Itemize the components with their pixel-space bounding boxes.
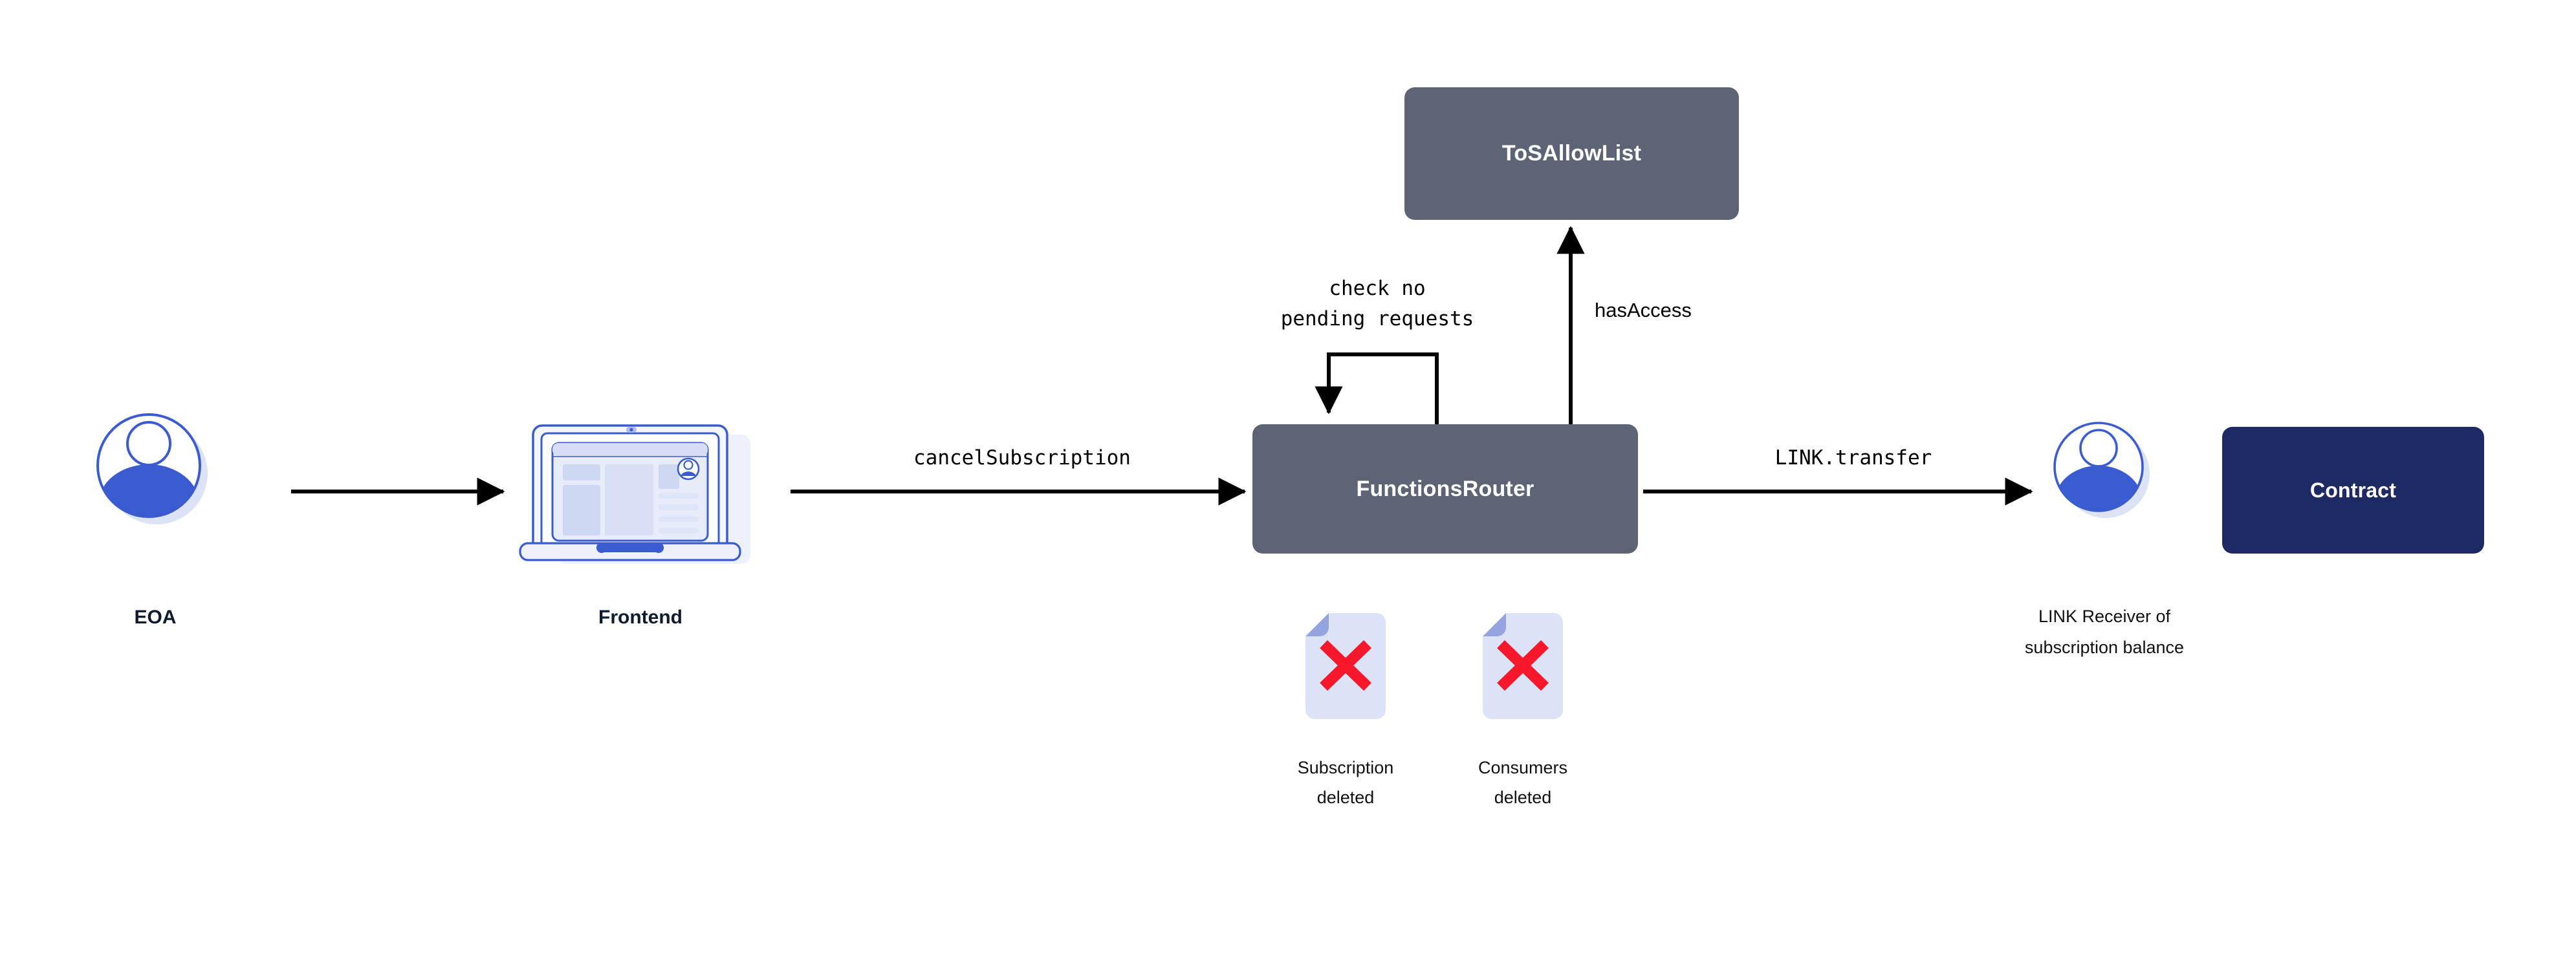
consumers-deleted-caption-line-1: Consumers [1478, 758, 1568, 777]
subscription-deleted-caption-line-1: Subscription [1297, 758, 1394, 777]
edge-router-self-loop [1315, 352, 1439, 424]
frontend-node [511, 407, 770, 576]
laptop-icon [519, 424, 750, 564]
edge-label-has-access: hasAccess [1595, 299, 1692, 321]
consumers-deleted-caption-line-2: deleted [1494, 788, 1552, 807]
user-avatar-icon [2053, 422, 2150, 518]
edge-label-link-transfer: LINK.transfer [1774, 446, 1932, 470]
subscription-deleted-icon-wrap [1304, 612, 1387, 720]
document-deleted-icon [1483, 613, 1563, 719]
edge-label-check-no-pending-line-2: pending requests [1280, 307, 1474, 330]
contract-label: Contract [2309, 478, 2397, 502]
link-receiver-node [2043, 411, 2166, 534]
functions-router-label: FunctionsRouter [1356, 476, 1534, 501]
document-deleted-icon [1305, 613, 1386, 719]
subscription-deleted-caption-line-2: deleted [1316, 788, 1375, 807]
link-receiver-label-line-1: LINK Receiver of [2038, 607, 2171, 626]
functions-router-node[interactable]: FunctionsRouter [1252, 424, 1638, 554]
consumers-deleted-icon-wrap [1481, 612, 1564, 720]
eoa-label: EOA [134, 607, 177, 628]
link-receiver-label-line-2: subscription balance [2024, 638, 2185, 657]
eoa-node [84, 401, 226, 543]
tos-allow-list-label: ToSAllowList [1501, 141, 1642, 166]
frontend-label: Frontend [598, 607, 682, 628]
tos-allow-list-node[interactable]: ToSAllowList [1404, 87, 1739, 220]
edge-label-check-no-pending-line-1: check no [1329, 277, 1426, 300]
contract-node[interactable]: Contract [2222, 427, 2484, 554]
edge-label-cancel-subscription: cancelSubscription [913, 446, 1131, 470]
user-avatar-icon [96, 413, 208, 524]
